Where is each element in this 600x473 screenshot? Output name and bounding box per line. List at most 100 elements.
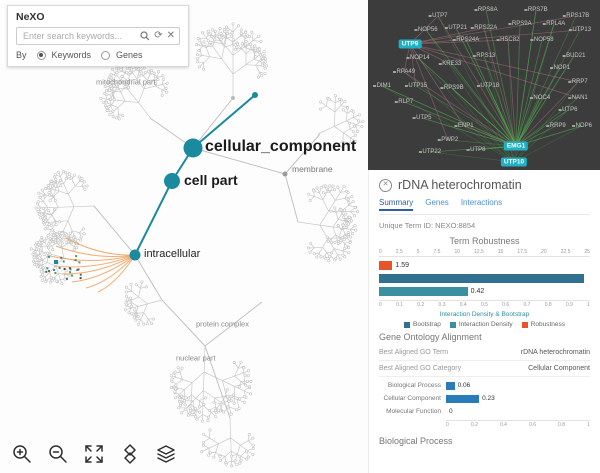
legend-swatch (404, 321, 410, 328)
clear-icon[interactable]: ✕ (166, 30, 175, 41)
gene-node-rpl4a[interactable]: RPL4A (542, 21, 565, 27)
gene-node-rps13[interactable]: RPS13 (472, 53, 495, 59)
tree-node-label-nuclear-part[interactable]: nuclear part (176, 353, 216, 363)
axis-tick: 0.1 (396, 302, 404, 308)
robustness-bar-row: 1.59 (379, 261, 590, 270)
gene-node-rps8a[interactable]: RPS8A (474, 7, 498, 13)
ontology-tree-canvas[interactable] (0, 0, 368, 473)
app-title: NeXO (16, 11, 45, 23)
gene-node-rlp7[interactable]: RLP7 (394, 99, 413, 105)
gene-node-nan1[interactable]: NAN1 (568, 95, 588, 101)
gene-node-utp15[interactable]: UTP15 (404, 83, 427, 89)
tab-summary[interactable]: Summary (379, 198, 414, 211)
tree-node-label-membrane[interactable]: membrane (292, 164, 333, 174)
genes-radio[interactable] (101, 50, 111, 60)
layers-button[interactable] (154, 442, 178, 466)
gene-node-dim1[interactable]: DIM1 (373, 83, 391, 89)
zoom-out-button[interactable] (46, 442, 70, 466)
gene-node-kre33[interactable]: KRE33 (438, 61, 461, 67)
gene-node-rpa49[interactable]: RPA49 (392, 69, 415, 75)
gene-node-utp8[interactable]: UTP8 (466, 147, 485, 153)
tree-node-label-cell-part[interactable]: cell part (184, 172, 238, 188)
details-tabs: Summary Genes Interactions (379, 198, 590, 215)
tree-node-label-protein-complex[interactable]: protein complex (196, 319, 249, 329)
genes-radio-label[interactable]: Genes (116, 50, 143, 60)
axis-tick: 1 (587, 302, 590, 308)
gene-node-nop1[interactable]: NOP1 (550, 65, 570, 71)
keywords-radio-label[interactable]: Keywords (51, 50, 92, 60)
legend-item-interaction-density: Interaction Density (449, 321, 513, 328)
close-icon[interactable]: ✕ (379, 178, 392, 192)
double-diamond-icon (124, 444, 136, 464)
gene-node-utp13[interactable]: UTP13 (568, 27, 591, 33)
gene-node-rps24a[interactable]: RPS24A (452, 37, 479, 43)
tab-interactions[interactable]: Interactions (460, 198, 503, 207)
axis-tick: 0.4 (499, 422, 507, 428)
search-input-row: ⟳ ✕ (16, 27, 180, 45)
gene-node-utp7[interactable]: UTP7 (428, 13, 447, 19)
gene-node-rps17b[interactable]: RPS17B (562, 13, 589, 19)
axis-tick: 0.2 (417, 302, 425, 308)
bar-value-label: 0.42 (470, 288, 485, 295)
legend-swatch (521, 321, 528, 328)
gene-node-bud21[interactable]: BUD21 (562, 53, 585, 59)
gene-node-nop6[interactable]: NOP6 (572, 123, 592, 129)
gene-node-utp22[interactable]: UTP22 (418, 149, 441, 155)
bar-biological-process (446, 381, 455, 390)
gene-node-utp5[interactable]: UTP5 (412, 115, 431, 121)
gene-node-rps9a[interactable]: RPS9A (508, 21, 532, 27)
gene-node-utp21[interactable]: UTP21 (444, 25, 467, 31)
axis-tick: 0 (379, 302, 382, 308)
gene-node-rps22a[interactable]: RPS22A (470, 25, 497, 31)
axis-tick: 0 (379, 249, 382, 255)
reset-icon[interactable]: ⟳ (154, 30, 163, 41)
bar-interaction-density (379, 287, 468, 296)
gene-node-utp9[interactable]: UTP9 (398, 39, 422, 49)
gene-node-nop14[interactable]: NOP14 (406, 55, 430, 61)
axis-tick: 12.5 (474, 249, 484, 255)
tab-genes[interactable]: Genes (425, 198, 449, 207)
zoom-in-button[interactable] (10, 442, 34, 466)
gene-node-noc4[interactable]: NOC4 (529, 95, 550, 101)
gene-node-enp1[interactable]: ENP1 (454, 123, 474, 129)
axis-tick: 10 (454, 249, 461, 255)
gene-node-utp6[interactable]: UTP6 (558, 107, 577, 113)
ontology-tree-panel[interactable]: mitochondrial part membrane cellular_compo… (0, 0, 368, 473)
gene-node-pwp2[interactable]: PWP2 (437, 137, 458, 143)
axis-tick: 22.5 (560, 249, 571, 255)
gene-node-hsc82[interactable]: HSC82 (496, 37, 519, 43)
gene-node-utp10[interactable]: UTP10 (500, 157, 528, 167)
gene-node-rps7b[interactable]: RPS7B (524, 7, 548, 13)
search-icon[interactable] (140, 31, 150, 41)
expand-arrows-icon (85, 445, 103, 463)
gene-node-nop56[interactable]: NOP56 (414, 27, 438, 33)
gene-node-emg1[interactable]: EMG1 (503, 141, 529, 151)
search-input[interactable] (21, 30, 137, 42)
axis-tick: 2.5 (395, 249, 403, 255)
tree-node-label-mitochondrial-part[interactable]: mitochondrial part (96, 77, 156, 87)
gene-node-rrp7[interactable]: RRP7 (568, 79, 588, 85)
keywords-radio[interactable] (36, 50, 46, 60)
gene-node-rrp9[interactable]: RRP9 (546, 123, 566, 129)
robustness-bars: 1.59 0.42 (379, 261, 590, 296)
tree-node-label-cellular-component[interactable]: cellular_component (205, 138, 357, 155)
fit-content-button[interactable] (82, 442, 106, 466)
gene-node-utp18[interactable]: UTP18 (476, 83, 499, 89)
tree-node-label-intracellular[interactable]: intracellular (144, 248, 201, 260)
gene-node-rps9b[interactable]: RPS9B (440, 85, 464, 91)
bar-value-label: 0.23 (482, 395, 495, 402)
collapse-tree-button[interactable] (118, 442, 142, 466)
axis-tick: 0.8 (558, 422, 566, 428)
robustness-axis-label: Interaction Density & Bootstrap (439, 311, 530, 318)
gene-node-nop58[interactable]: NOP58 (530, 37, 554, 43)
